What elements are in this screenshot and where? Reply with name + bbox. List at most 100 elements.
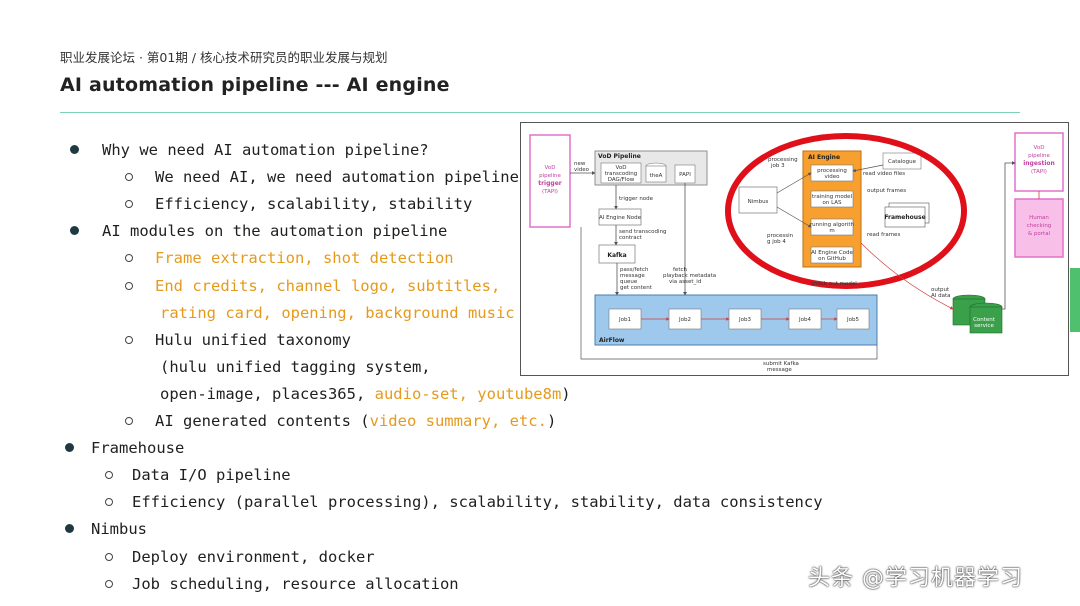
vod-ingestion-line-4: (TAPI) [1031, 169, 1047, 175]
running-algorithm-line-2: m [829, 228, 834, 234]
bullet-line-10: AI generated contents (video summary, et… [125, 410, 556, 432]
pass-fetch-line-2: message [620, 273, 645, 279]
submit-kafka-line-2: message [767, 367, 792, 373]
processing-job4-line-1: processin [767, 233, 794, 239]
bullet-text: ) [546, 412, 557, 430]
bullet-dot [65, 524, 74, 534]
job-label-4: Job4 [798, 317, 811, 323]
ai-engine-code-box [810, 246, 854, 264]
human-check-box [1014, 198, 1064, 258]
bullet-circle [125, 281, 133, 290]
ai-engine-code-line-2: on GitHub [818, 256, 846, 262]
read-video-arrow [852, 164, 884, 173]
framehouse-box [884, 206, 926, 228]
kafka-loop-path [580, 227, 878, 360]
bullet-line-1: We need AI, we need automation pipeline [125, 166, 519, 188]
fetch-metadata-line-2: playback metadata [663, 273, 716, 279]
running-algorithm-line-1: running algorith [810, 222, 855, 228]
content-service-line-2: service [974, 323, 994, 329]
bullet-circle [105, 579, 113, 588]
content-to-ingestion-arrow [1001, 161, 1016, 310]
vod-transcoding-line-1: VoD [616, 165, 627, 171]
bullet-text: AI generated contents ( [155, 412, 370, 430]
training-model-line-1: training model [812, 194, 853, 200]
output-frames-label: output frames [867, 188, 906, 194]
new-video-label-2: video [574, 167, 590, 173]
ai-engine-code-line-1: AI Engine Code [811, 250, 853, 256]
bullet-text: (hulu unified tagging system, [160, 357, 431, 376]
bullet-line-11: Framehouse [65, 437, 184, 459]
bullet-text: Nimbus [91, 520, 147, 539]
pass-fetch-line-1: pass/fetch [620, 267, 649, 273]
watermark: 头条 @学习机器学习 [808, 566, 1023, 591]
thea-label: theA [650, 173, 663, 179]
human-check-line-1: Human [1029, 215, 1049, 221]
bullet-circle [105, 552, 113, 561]
training-model-box [810, 190, 854, 208]
bullet-line-6: rating card, opening, background music [160, 302, 515, 324]
send-transcoding-line-1: send transcoding [619, 229, 667, 235]
catalogue-box [882, 152, 922, 170]
content-db-2 [969, 306, 1003, 334]
bullet-text: End credits, channel logo, subtitles, [155, 276, 501, 295]
nimbus-label: Nimbus [748, 199, 769, 205]
bullet-circle [105, 498, 113, 507]
processing-video-line-1: processing [817, 168, 847, 174]
bullet-line-16: Job scheduling, resource allocation [105, 573, 459, 595]
nimbus-box [738, 186, 778, 214]
bullet-dot [70, 226, 79, 236]
check-out-label: check out model [811, 281, 857, 287]
bullet-circle [125, 173, 133, 182]
ai-engine-node-label: AI Engine Node [599, 215, 642, 221]
bullet-line-13: Efficiency (parallel processing), scalab… [105, 491, 823, 513]
bullet-line-15: Deploy environment, docker [105, 546, 375, 568]
submit-kafka-line-1: submit Kafka [763, 361, 799, 367]
bullet-circle [125, 254, 133, 263]
output-ai-data-line-2: AI data [931, 293, 951, 299]
nimbus-to-processing-arrow [776, 172, 812, 194]
bullet-text: AI modules on the automation pipeline [102, 222, 448, 241]
bullet-dot [65, 443, 74, 453]
bullet-text: Deploy environment, docker [132, 547, 375, 566]
vod-transcoding-line-2: transcoding [605, 171, 638, 177]
ai-engine-node-box [598, 208, 642, 226]
human-check-line-3: & portal [1028, 231, 1051, 237]
airflow-label: AirFlow [599, 337, 625, 344]
bullet-text: Hulu unified taxonomy [155, 330, 351, 349]
bullet-circle [105, 471, 113, 480]
training-model-line-2: on LAS [822, 200, 842, 206]
send-transcoding-line-2: contract [619, 235, 643, 241]
human-check-line-2: checking [1027, 223, 1052, 229]
bullet-text: Why we need AI automation pipeline? [102, 141, 429, 159]
bullet-line-2: Efficiency, scalability, stability [125, 193, 472, 215]
vod-ingestion-line-3: ingestion [1023, 160, 1055, 167]
bullet-line-0: Why we need AI automation pipeline? [70, 139, 429, 161]
pipeline-diagram: VoD pipeline trigger (TAPI) new video Vo… [520, 122, 1069, 376]
bullet-line-12: Data I/O pipeline [105, 464, 291, 486]
page-title: AI automation pipeline --- AI engine [60, 74, 450, 96]
pass-fetch-line-3: queue [620, 279, 638, 285]
bullet-line-9: open-image, places365, audio-set, youtub… [160, 383, 571, 405]
bullet-circle [125, 200, 133, 209]
header-subtitle: 职业发展论坛 · 第01期 / 核心技术研究员的职业发展与规划 [60, 50, 388, 65]
side-accent-tab [1070, 268, 1080, 332]
bullet-text: Efficiency (parallel processing), scalab… [132, 493, 823, 512]
nimbus-to-running-arrow [776, 206, 812, 228]
bullet-text: Efficiency, scalability, stability [155, 195, 473, 214]
job-label-3: Job3 [738, 317, 751, 323]
vod-trigger-line-3: trigger [538, 180, 562, 187]
bullet-line-8: (hulu unified tagging system, [160, 356, 431, 378]
bullet-line-4: Frame extraction, shot detection [125, 247, 454, 269]
kafka-label: Kafka [607, 252, 626, 259]
vod-trigger-line-4: (TAPI) [542, 189, 558, 195]
vod-transcoding-line-3: DAG/Flow [608, 177, 635, 183]
framehouse-label: Framehouse [884, 214, 925, 221]
bullet-text: ) [561, 384, 571, 403]
vod-trigger-line-1: VoD [545, 165, 556, 171]
ai-engine-label: AI Engine [808, 154, 840, 161]
fetch-metadata-line-3: via asset_id [669, 279, 701, 285]
title-divider [60, 112, 1020, 113]
pass-fetch-line-4: get content [620, 285, 653, 291]
